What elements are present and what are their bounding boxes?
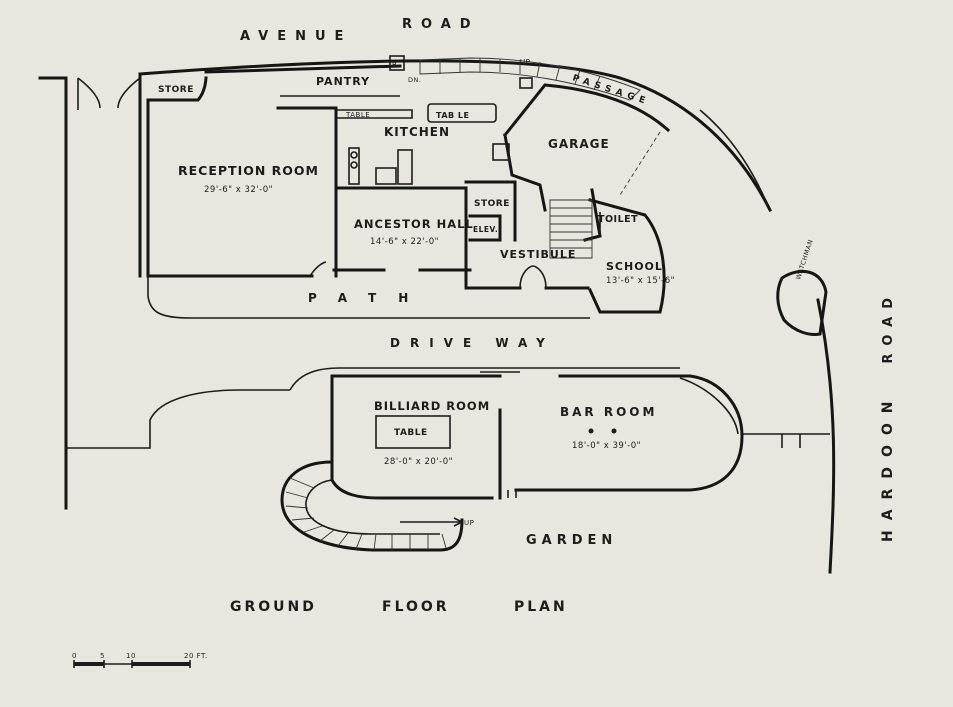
- reception-room-dim: 29'-6" x 32'-0": [204, 185, 273, 195]
- garden-label: GARDEN: [526, 533, 617, 548]
- bar-room-dim: 18'-0" x 39'-0": [572, 441, 641, 451]
- dn-mark: DN.: [408, 76, 421, 84]
- hardoon-label: HARDOON: [880, 392, 896, 542]
- scale-tick-5: 5: [100, 652, 105, 660]
- kitchen-table-long-label: TABLE: [345, 111, 370, 119]
- title-word-plan: PLAN: [514, 599, 568, 615]
- avenue-label: AVENUE: [240, 29, 352, 44]
- kitchen-table-label: TAB LE: [436, 111, 469, 120]
- scale-tick-20: 20 FT.: [184, 652, 208, 660]
- store-mid-label: STORE: [474, 199, 510, 209]
- reception-room-label: RECEPTION ROOM: [178, 163, 319, 178]
- drive-way-label: DRIVE WAY: [390, 336, 555, 350]
- boundary-walls: [38, 59, 836, 574]
- title-word-ground: GROUND: [230, 599, 317, 615]
- scale-tick-0: 0: [72, 652, 77, 660]
- billiard-room-dim: 28'-0" x 20'-0": [384, 457, 453, 467]
- garage-label: GARAGE: [548, 137, 610, 151]
- scale-tick-10: 10: [126, 652, 136, 660]
- road-right-label: ROAD: [881, 290, 896, 364]
- vestibule-label: VESTIBULE: [500, 248, 576, 261]
- path-label: PATH: [308, 291, 430, 305]
- billiard-table-label: TABLE: [394, 428, 428, 438]
- ancestor-hall-dim: 14'-6" x 22'-0": [370, 237, 439, 247]
- watchman-hut: [776, 269, 828, 336]
- toilet-label: TOILET: [598, 214, 638, 225]
- title-word-floor: FLOOR: [382, 599, 450, 615]
- bar-room-label: BAR ROOM: [560, 405, 657, 419]
- lower-block-walls: [280, 371, 744, 552]
- school-label: SCHOOL: [606, 260, 663, 273]
- elev-label: ELEV.: [473, 225, 498, 234]
- billiard-room-label: BILLIARD ROOM: [374, 399, 490, 413]
- house-walls: [138, 55, 671, 319]
- up-mark-top: UP: [520, 58, 530, 66]
- ancestor-hall-label: ANCESTOR HALL: [354, 217, 474, 231]
- up-mark-stair: UP: [464, 519, 474, 527]
- pantry-label: PANTRY: [316, 75, 370, 88]
- scale-bar: 0 5 10 20 FT.: [72, 652, 208, 668]
- road-top-label: ROAD: [402, 17, 480, 32]
- r-mark: R: [392, 61, 397, 69]
- school-dim: 13'-6" x 15'-6": [606, 276, 675, 286]
- store-left-label: STORE: [158, 85, 194, 95]
- kitchen-label: KITCHEN: [384, 125, 450, 139]
